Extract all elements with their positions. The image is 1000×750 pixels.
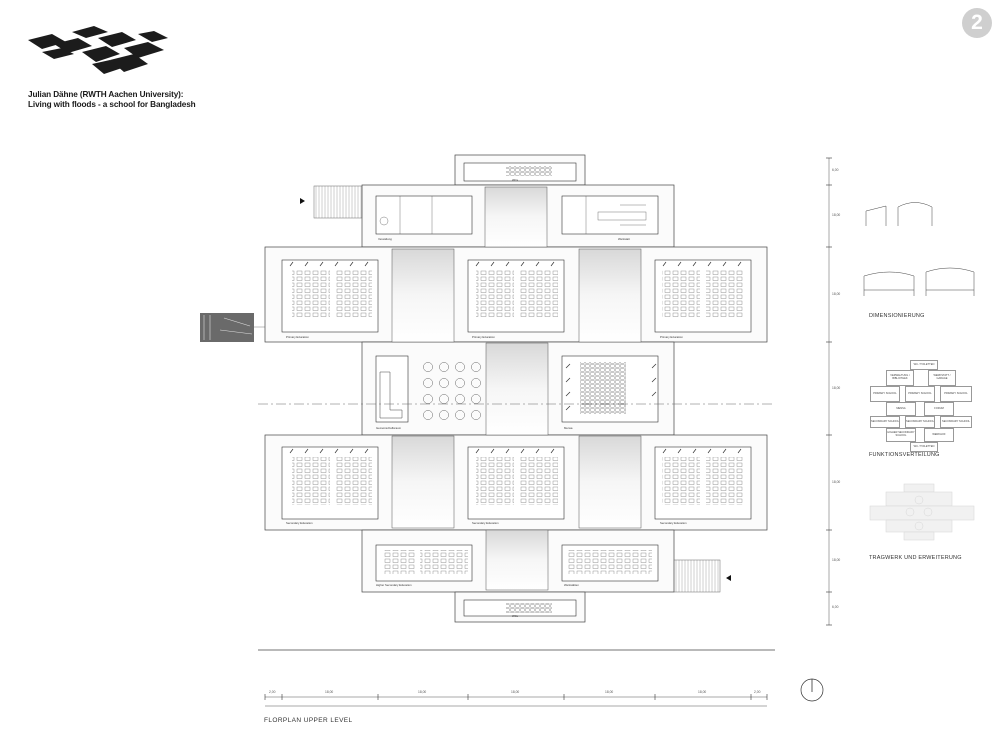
dimensioning-caption: DIMENSIONIERUNG: [869, 313, 925, 319]
dimension-label: 18,00: [325, 690, 334, 694]
room-label: Werkstätten: [564, 583, 579, 587]
dimension-label: 6,00: [832, 605, 839, 609]
room-label: Primary Education: [660, 335, 683, 339]
function-cell: FORUM: [924, 402, 954, 416]
function-cell: PRIMARY SCHOOL: [940, 386, 972, 402]
room-label: Higher Secondary Education: [376, 583, 412, 587]
dimension-label: 2,00: [754, 690, 761, 694]
structure-caption: TRAGWERK UND ERWEITERUNG: [869, 555, 962, 561]
function-cell: MENSA: [886, 402, 916, 416]
north-arrow-icon: [800, 678, 824, 702]
dimension-label: 18,00: [605, 690, 614, 694]
function-cell: HIGHER SECONDARY SCHOOL: [886, 428, 916, 442]
room-label: Primary Education: [472, 335, 495, 339]
function-cell: SECONDARY SCHOOL: [870, 416, 900, 428]
stair: [313, 185, 363, 219]
section-arrow-icon: [300, 198, 305, 204]
dimension-label: 18,00: [698, 690, 707, 694]
title-line-1: Julian Dähne (RWTH Aachen University):: [28, 90, 184, 99]
function-cell: WC / TOILETTEN: [910, 360, 938, 370]
function-cell: WERKHOF: [924, 428, 954, 442]
dimension-label: 18,00: [511, 690, 520, 694]
room-label: Secondary Education: [660, 521, 687, 525]
stair: [673, 559, 721, 593]
room-label: WCs: [512, 614, 519, 618]
courtyard: [578, 435, 642, 529]
courtyard: [578, 248, 642, 343]
functions-caption: FUNKTIONSVERTEILUNG: [869, 452, 940, 458]
dimension-label: 18,00: [832, 213, 841, 217]
room-label: Gemeinschaftsraum: [376, 426, 402, 430]
function-cell: SECONDARY SCHOOL: [940, 416, 972, 428]
function-cell: PRIMARY SCHOOL: [870, 386, 900, 402]
courtyard: [485, 529, 549, 591]
dimension-label: 18,00: [832, 558, 841, 562]
dimension-label: 18,00: [832, 386, 841, 390]
function-cell: SECONDARY SCHOOL: [905, 416, 935, 428]
function-cell: PRIMARY SCHOOL: [905, 386, 935, 402]
central-void: [485, 342, 549, 436]
section-arrow-icon: [726, 575, 731, 581]
room-label: Secondary Education: [286, 521, 313, 525]
function-cell: WERKSTATT / GARAGE: [928, 370, 956, 386]
dimension-label: 18,00: [418, 690, 427, 694]
room-label: Werkstatt: [618, 237, 630, 241]
room-label: Verwaltung: [378, 237, 392, 241]
function-cell: VERWALTUNG / BIBLIOTHEK: [886, 370, 914, 386]
floor-plan-caption: FLORPLAN UPPER LEVEL: [264, 717, 353, 724]
dimension-label: 6,00: [832, 168, 839, 172]
courtyard: [391, 435, 455, 529]
page-number-badge: 2: [962, 8, 992, 38]
dimension-label: 2,00: [269, 690, 276, 694]
courtyard: [484, 186, 548, 248]
dimension-label: 18,00: [832, 480, 841, 484]
room-label: Primary Education: [286, 335, 309, 339]
title-line-2: Living with floods - a school for Bangla…: [28, 100, 196, 109]
function-cell: WC / TOILETTEN: [910, 442, 938, 452]
school-logo: [28, 26, 168, 74]
room-label: WCs: [512, 178, 519, 182]
courtyard: [391, 248, 455, 343]
room-label: Secondary Education: [472, 521, 499, 525]
room-label: Mensa: [564, 426, 573, 430]
dimension-label: 18,00: [832, 292, 841, 296]
